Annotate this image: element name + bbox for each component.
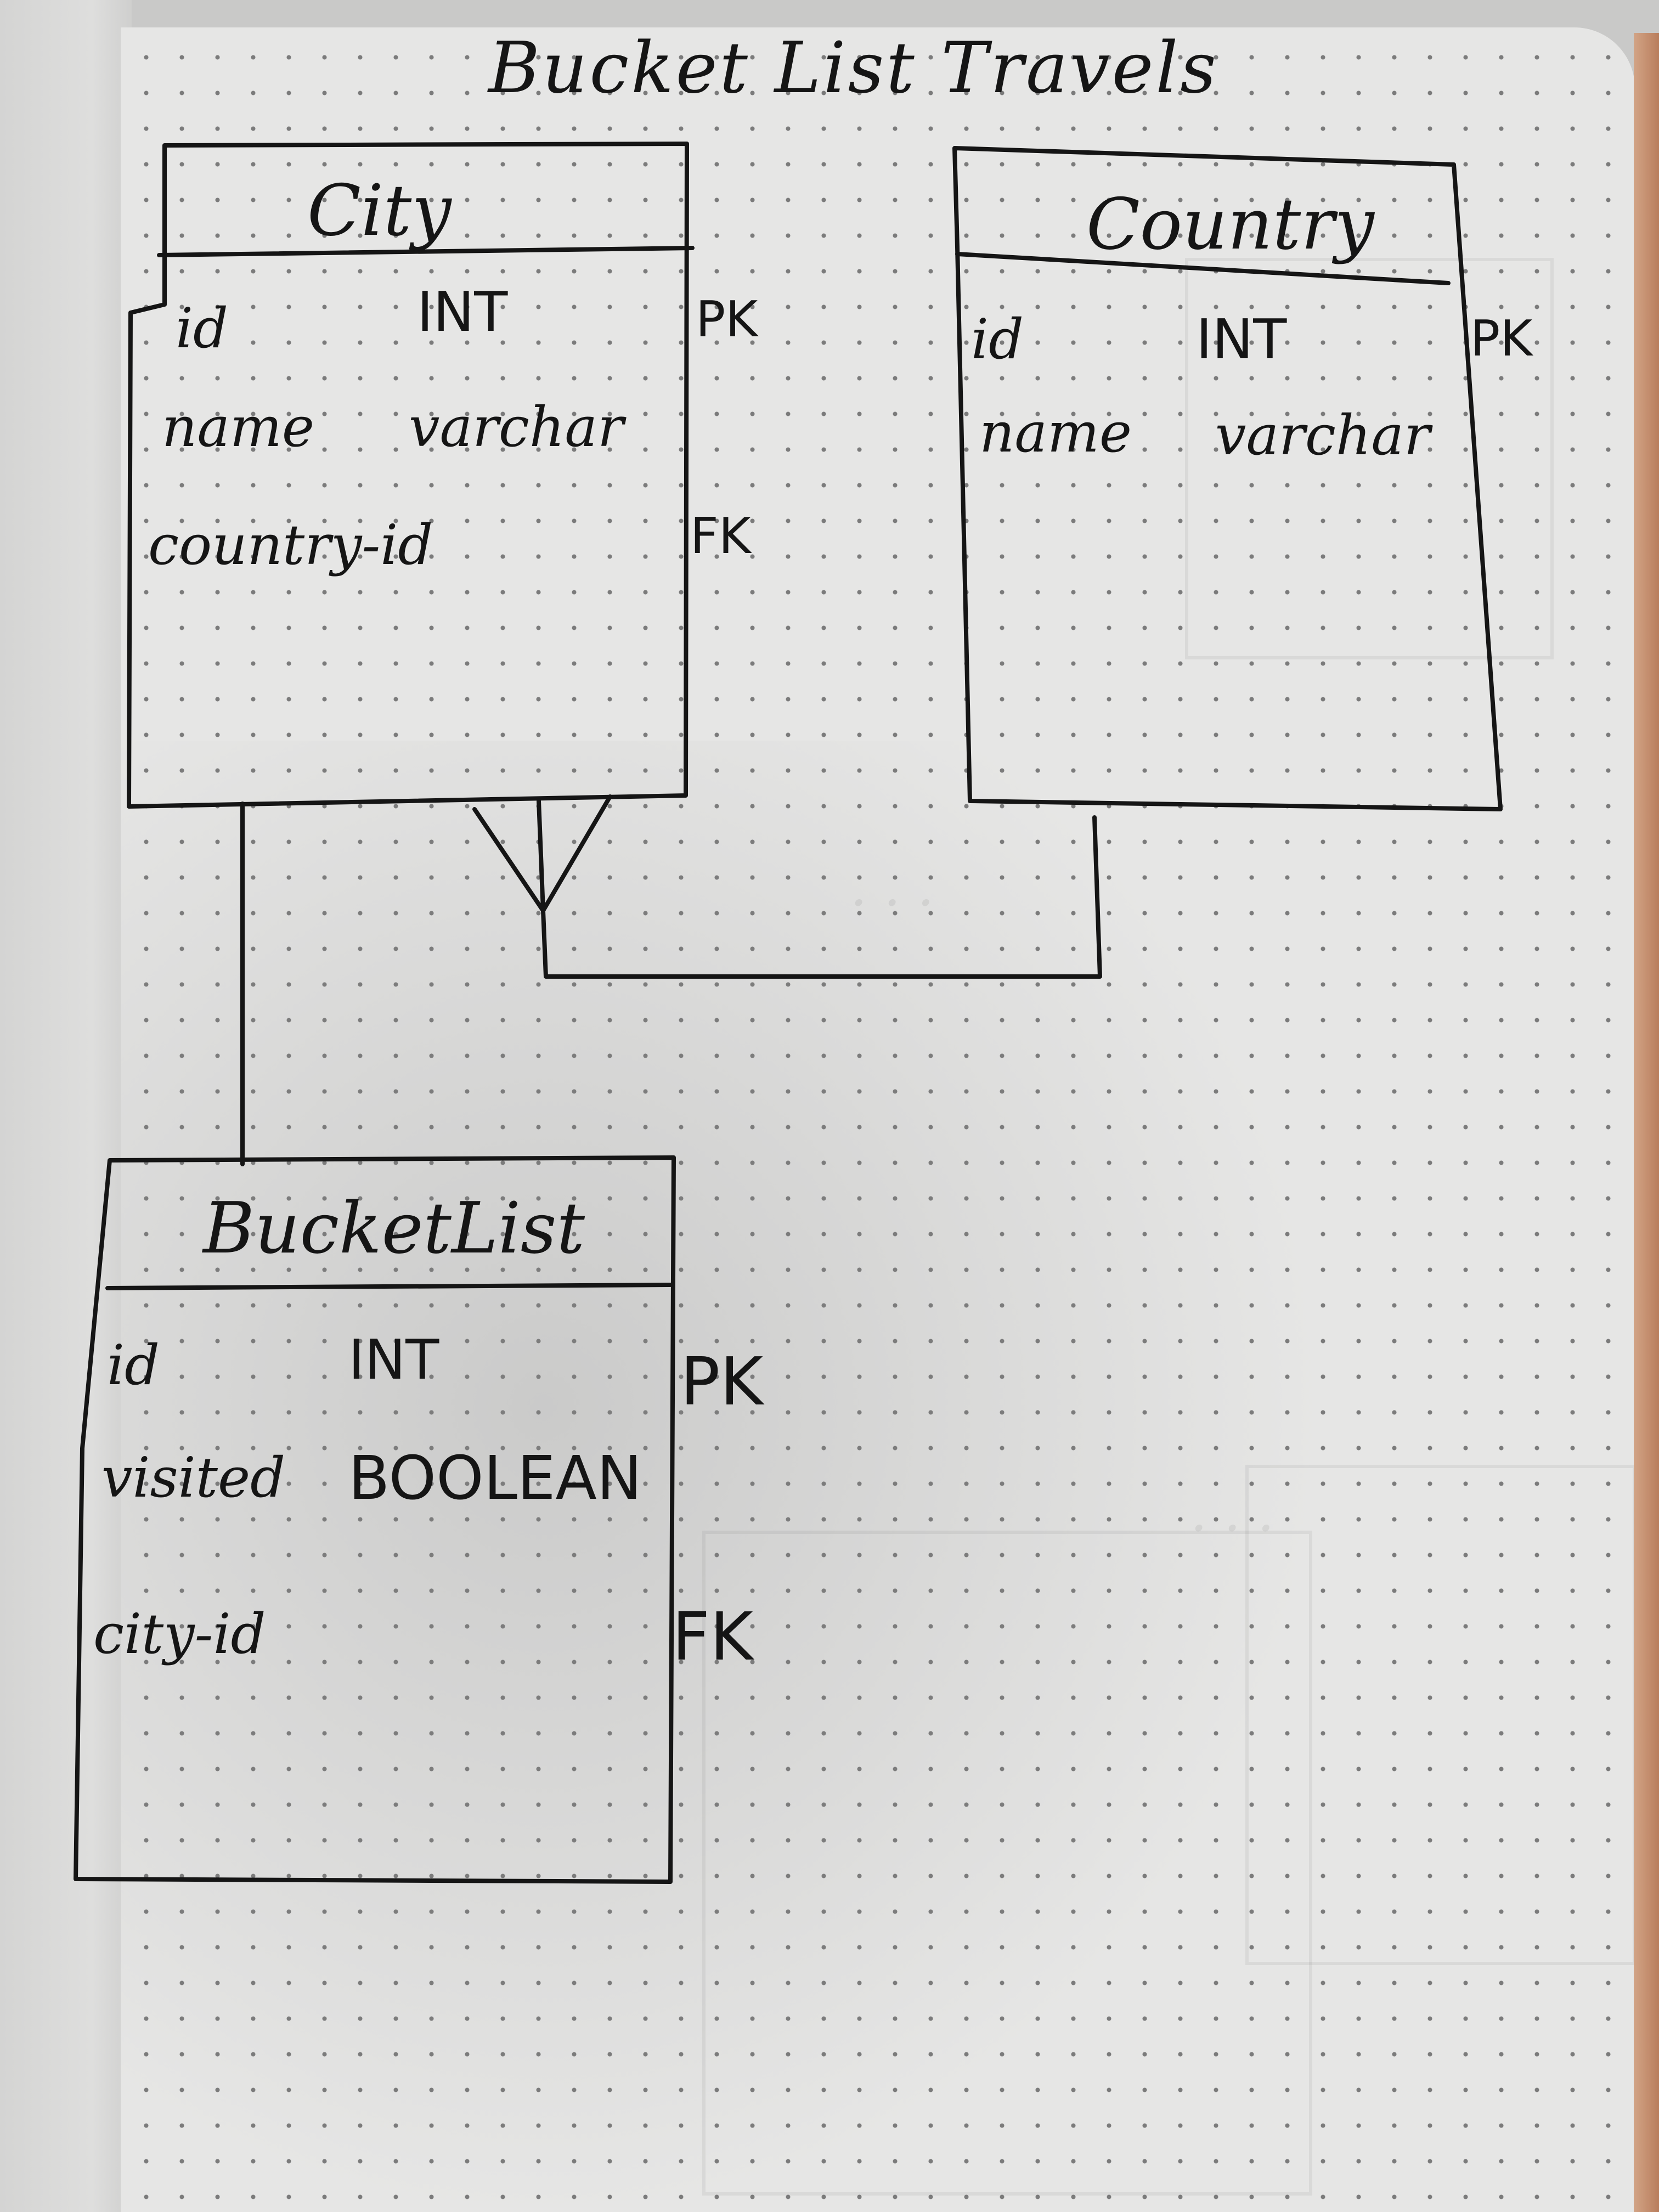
city-type-id: INT <box>417 280 508 344</box>
country-entity-border <box>952 146 1503 811</box>
bucketlist-attr-city-id: city-id <box>93 1602 266 1666</box>
country-entity-name: Country <box>1086 184 1374 266</box>
city-type-name: varchar <box>409 395 624 459</box>
bucketlist-entity-border <box>74 1155 676 1884</box>
country-attr-name: name <box>979 400 1132 465</box>
bucketlist-key-id: PK <box>680 1344 764 1420</box>
notebook-edge <box>1634 33 1659 2212</box>
bucketlist-header-divider <box>105 1283 673 1290</box>
city-key-id: PK <box>696 291 758 348</box>
country-city-relationship-line <box>541 815 1102 979</box>
country-key-id: PK <box>1470 310 1533 368</box>
city-entity-border <box>127 142 689 809</box>
bleed-through-box-1 <box>1185 258 1554 659</box>
desk-background <box>0 0 132 2212</box>
country-header-divider <box>955 252 1451 285</box>
bucketlist-type-id: INT <box>348 1328 439 1392</box>
bleed-through-text-1: · · · <box>850 872 934 934</box>
bucketlist-entity-name: BucketList <box>203 1188 585 1269</box>
bleed-through-text-2: · · · <box>1190 1498 1274 1559</box>
city-header-divider <box>157 246 695 257</box>
diagram-title: Bucket List Travels <box>488 27 1218 109</box>
country-type-id: INT <box>1196 307 1287 371</box>
bucketlist-attr-id: id <box>107 1333 160 1397</box>
country-type-name: varchar <box>1215 403 1430 467</box>
city-attr-country-id: country-id <box>148 513 433 577</box>
bucketlist-key-city-id: FK <box>672 1599 753 1675</box>
country-attr-id: id <box>971 307 1024 371</box>
city-key-country-id: FK <box>690 507 751 565</box>
city-attr-name: name <box>162 395 315 459</box>
bucketlist-attr-visited: visited <box>101 1446 286 1510</box>
crows-foot-icon <box>472 794 612 913</box>
city-entity-name: City <box>307 170 452 252</box>
city-attr-id: id <box>176 296 228 360</box>
bleed-through-box-2 <box>702 1531 1312 2196</box>
bucketlist-type-visited: BOOLEAN <box>348 1443 642 1513</box>
